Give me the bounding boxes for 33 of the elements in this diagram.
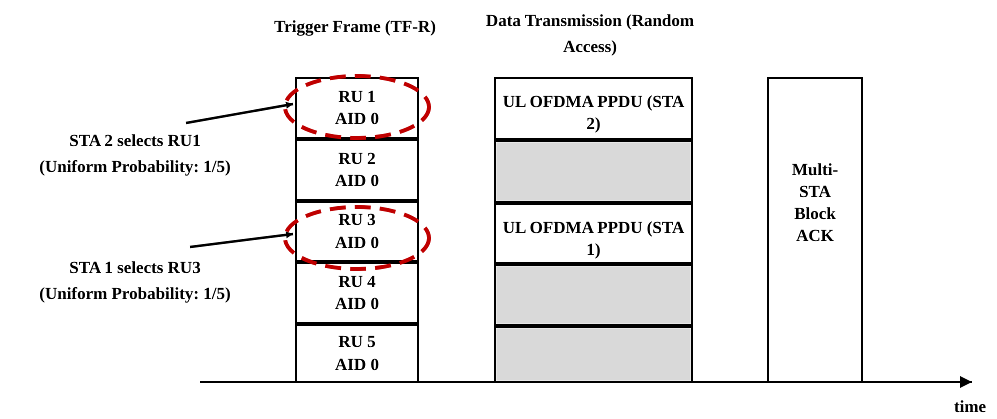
annotation-text: (Uniform Probability: 1/5): [39, 283, 231, 306]
block-text: UL OFDMA PPDU (STA 2): [502, 91, 686, 136]
block-text: RU 2: [338, 148, 376, 170]
annotation-text: (Uniform Probability: 1/5): [39, 156, 231, 178]
frame-block: [767, 77, 863, 383]
frame-block: [295, 201, 419, 262]
block-text: AID 0: [335, 293, 379, 315]
block-text: RU 1: [338, 86, 376, 108]
frame-block: [295, 324, 419, 383]
frame-block: [295, 139, 419, 201]
block-text: AID 0: [335, 170, 379, 192]
empty-slot-box: [494, 140, 693, 203]
block-text: UL OFDMA PPDU (STA 1): [502, 217, 686, 262]
block-text: AID 0: [335, 108, 379, 130]
annotation-text: STA 1 selects RU3: [69, 257, 201, 279]
frame-block: [295, 262, 419, 324]
heading-label: time: [952, 396, 988, 418]
block-text: RU 3: [338, 209, 376, 232]
block-text: Multi-STA Block ACK: [790, 159, 840, 248]
empty-slot-box: [494, 326, 693, 383]
empty-slot-box: [494, 264, 693, 326]
block-text: RU 4: [338, 270, 376, 293]
arrow: [190, 231, 294, 248]
heading-label: Trigger Frame (TF-R): [273, 16, 437, 38]
block-text: AID 0: [335, 232, 379, 254]
frame-block: [494, 203, 693, 264]
frame-block: [494, 77, 693, 140]
block-text: RU 5: [338, 331, 376, 354]
annotation-text: STA 2 selects RU1: [69, 130, 201, 152]
block-text: AID 0: [335, 354, 379, 376]
heading-label: Data Transmission (Random Access): [484, 10, 696, 58]
arrow: [186, 102, 294, 124]
frame-block: [295, 77, 419, 139]
